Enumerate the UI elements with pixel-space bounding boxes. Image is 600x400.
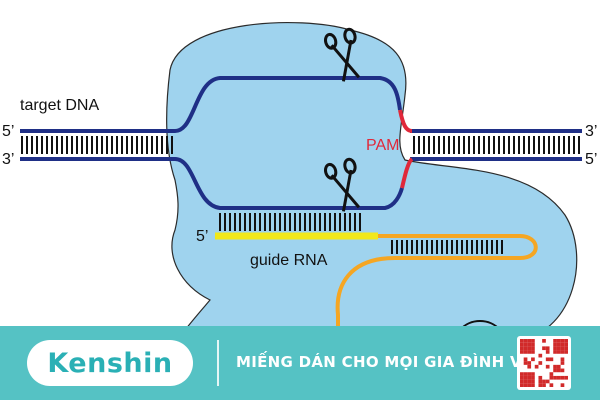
dna-right-base-pairs xyxy=(413,136,580,154)
guide-rna-base-pairs xyxy=(219,213,361,231)
rna-scaffold-base-pairs xyxy=(391,240,503,254)
qr-code-graphic xyxy=(520,339,568,387)
pam-label: PAM xyxy=(366,137,399,154)
brand-name: Kenshin xyxy=(47,347,173,379)
footer-divider xyxy=(217,340,219,386)
three-prime-right-label: 3’ xyxy=(585,123,597,140)
five-prime-guide-label: 5’ xyxy=(196,228,208,245)
dna-unwound-bottom-strand xyxy=(174,157,404,210)
pam-bottom-segment xyxy=(400,157,414,189)
brand-logo[interactable]: Kenshin xyxy=(27,340,193,386)
dna-left-base-pairs xyxy=(21,136,173,154)
qr-code-icon[interactable] xyxy=(517,336,571,390)
guide-rna-label: guide RNA xyxy=(250,252,328,269)
pam-top-segment xyxy=(398,109,413,133)
three-prime-left-label: 3’ xyxy=(2,151,14,168)
five-prime-left-label: 5’ xyxy=(2,123,14,140)
target-dna-label: target DNA xyxy=(20,97,99,114)
brand-tagline: MIẾNG DÁN CHO MỌI GIA ĐÌNH VIỆT xyxy=(236,353,549,371)
rna-scaffold xyxy=(335,234,538,400)
dna-unwound-top-strand xyxy=(174,76,402,133)
scissors-icon-bottom xyxy=(323,157,361,212)
cas9-protein xyxy=(158,21,578,400)
scissors-icon-top xyxy=(323,27,361,82)
brand-footer: Kenshin MIẾNG DÁN CHO MỌI GIA ĐÌNH VIỆT xyxy=(0,326,600,400)
five-prime-right-label: 5’ xyxy=(585,151,597,168)
